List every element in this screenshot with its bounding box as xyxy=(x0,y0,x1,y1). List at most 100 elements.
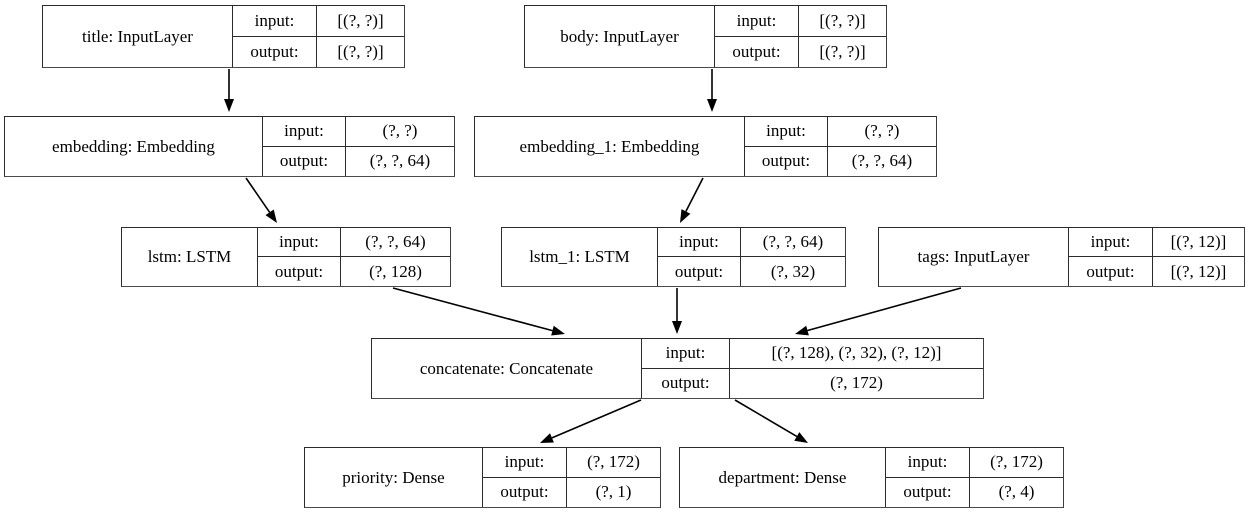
node-output-row-lstm: output:(?, 128) xyxy=(258,257,450,286)
edge-concatenate-to-priority xyxy=(540,399,642,443)
node-output-value-priority: (?, 1) xyxy=(595,482,632,502)
node-output-key-concatenate: output: xyxy=(642,368,730,398)
edge-arrowhead-concatenate-to-priority xyxy=(540,433,554,443)
edge-arrowhead-body-to-embedding_1 xyxy=(707,99,717,112)
node-output-row-department: output: (?, 4) xyxy=(886,477,1063,507)
node-input-row-body_input: input:[(?, ?)] xyxy=(715,6,886,37)
node-output-row-tags_input: output:[(?, 12)] xyxy=(1069,257,1244,286)
node-label-body_input: body: InputLayer xyxy=(525,6,715,67)
node-input-value-lstm: (?, ?, 64) xyxy=(365,232,426,251)
node-output-row-lstm_1: output: (?, 32) xyxy=(658,257,845,286)
node-label-lstm_1: lstm_1: LSTM xyxy=(502,228,658,286)
node-output-key-body_input: output: xyxy=(715,36,799,67)
node-input-key-embedding_1: input: xyxy=(745,117,828,146)
node-io-block-lstm: input: (?, ?, 64) output:(?, 128) xyxy=(258,228,450,286)
edge-lstm_1-to-concatenate xyxy=(672,288,682,334)
edge-shaft-embedding-to-lstm xyxy=(245,177,271,213)
node-input-value-body_input: [(?, ?)] xyxy=(819,10,866,30)
node-input-row-tags_input: input: [(?, 12)] xyxy=(1069,228,1244,257)
node-output-value-embedding_1: (?, ?, 64) xyxy=(851,151,913,171)
node-input-value-tags_input: [(?, 12)] xyxy=(1170,232,1227,251)
node-output-value-embedding: (?, ?, 64) xyxy=(369,151,431,171)
node-output-value-title_input: [(?, ?)] xyxy=(337,41,384,61)
node-input-value-concatenate: [(?, 128), (?, 32), (?, 12)] xyxy=(771,343,942,363)
node-label-tags_input: tags: InputLayer xyxy=(879,228,1069,286)
node-input-key-lstm: input: xyxy=(258,228,341,256)
node-output-value-body_input: [(?, ?)] xyxy=(819,41,866,61)
node-output-key-lstm: output: xyxy=(258,257,341,286)
node-output-key-embedding_1: output: xyxy=(745,146,828,176)
node-output-row-embedding_1: output: (?, ?, 64) xyxy=(745,146,936,176)
edge-arrowhead-embedding_1-to-lstm_1 xyxy=(680,209,691,223)
node-input-value-embedding: (?, ?) xyxy=(382,121,418,141)
node-input-key-department: input: xyxy=(886,448,970,477)
node-io-block-embedding_1: input: (?, ?) output: (?, ?, 64) xyxy=(745,117,936,176)
node-input-row-embedding: input: (?, ?) xyxy=(263,117,454,147)
node-output-row-body_input: output: [(?, ?)] xyxy=(715,36,886,67)
node-input-key-embedding: input: xyxy=(263,117,346,146)
node-input-value-priority: (?, 172) xyxy=(587,452,640,472)
edge-tags-to-concatenate xyxy=(795,287,962,336)
node-io-block-department: input:(?, 172)output:(?, 4) xyxy=(886,448,1063,507)
node-io-block-embedding: input: (?, ?) output: (?, ?, 64) xyxy=(263,117,454,176)
node-output-key-embedding: output: xyxy=(263,146,346,176)
node-output-value-department: (?, 4) xyxy=(998,482,1035,502)
node-label-embedding: embedding: Embedding xyxy=(5,117,263,176)
node-label-department: department: Dense xyxy=(680,448,886,507)
node-label-title_input: title: InputLayer xyxy=(43,6,233,67)
node-output-row-concatenate: output: (?, 172) xyxy=(642,368,983,398)
edge-shaft-concatenate-to-department xyxy=(734,399,798,438)
edge-arrowhead-lstm_1-to-concatenate xyxy=(672,321,682,334)
node-io-block-tags_input: input: [(?, 12)] output:[(?, 12)] xyxy=(1069,228,1244,286)
edge-concatenate-to-department xyxy=(734,399,808,443)
edge-arrowhead-tags-to-concatenate xyxy=(795,325,809,336)
edge-embedding_1-to-lstm_1 xyxy=(680,177,704,223)
node-output-value-lstm_1: (?, 32) xyxy=(770,261,816,281)
node-input-key-tags_input: input: xyxy=(1069,228,1153,256)
node-output-key-tags_input: output: xyxy=(1069,257,1153,286)
edge-arrowhead-concatenate-to-department xyxy=(794,432,808,443)
node-input-key-lstm_1: input: xyxy=(658,228,741,256)
node-output-row-embedding: output: (?, ?, 64) xyxy=(263,146,454,176)
node-output-key-department: output: xyxy=(886,477,970,507)
edge-arrowhead-embedding-to-lstm xyxy=(265,209,277,223)
node-output-row-priority: output: (?, 1) xyxy=(483,477,660,507)
node-input-row-title_input: input:[(?, ?)] xyxy=(233,6,404,37)
node-label-lstm: lstm: LSTM xyxy=(122,228,258,286)
node-input-row-lstm: input: (?, ?, 64) xyxy=(258,228,450,257)
node-output-key-priority: output: xyxy=(483,477,567,507)
node-input-row-priority: input: (?, 172) xyxy=(483,448,660,478)
edge-arrowhead-title-to-embedding xyxy=(224,99,234,112)
edge-shaft-embedding_1-to-lstm_1 xyxy=(685,177,704,212)
node-io-block-body_input: input:[(?, ?)]output: [(?, ?)] xyxy=(715,6,886,67)
edge-title-to-embedding xyxy=(224,69,234,112)
edge-lstm-to-concatenate xyxy=(392,287,565,336)
node-output-key-lstm_1: output: xyxy=(658,257,741,286)
node-io-block-lstm_1: input: (?, ?, 64) output: (?, 32) xyxy=(658,228,845,286)
node-input-key-concatenate: input: xyxy=(642,339,730,368)
node-input-value-lstm_1: (?, ?, 64) xyxy=(762,232,824,251)
edge-shaft-tags-to-concatenate xyxy=(807,287,962,332)
node-input-value-title_input: [(?, ?)] xyxy=(337,10,384,30)
node-input-value-embedding_1: (?, ?) xyxy=(864,121,900,141)
node-input-key-priority: input: xyxy=(483,448,567,477)
node-output-value-concatenate: (?, 172) xyxy=(830,373,883,393)
node-label-concatenate: concatenate: Concatenate xyxy=(372,339,642,398)
node-input-row-lstm_1: input: (?, ?, 64) xyxy=(658,228,845,257)
edge-shaft-concatenate-to-priority xyxy=(551,399,642,439)
node-output-row-title_input: output:[(?, ?)] xyxy=(233,36,404,67)
node-input-row-concatenate: input: [(?, 128), (?, 32), (?, 12)] xyxy=(642,339,983,369)
node-label-embedding_1: embedding_1: Embedding xyxy=(475,117,745,176)
edge-body-to-embedding_1 xyxy=(707,69,717,112)
